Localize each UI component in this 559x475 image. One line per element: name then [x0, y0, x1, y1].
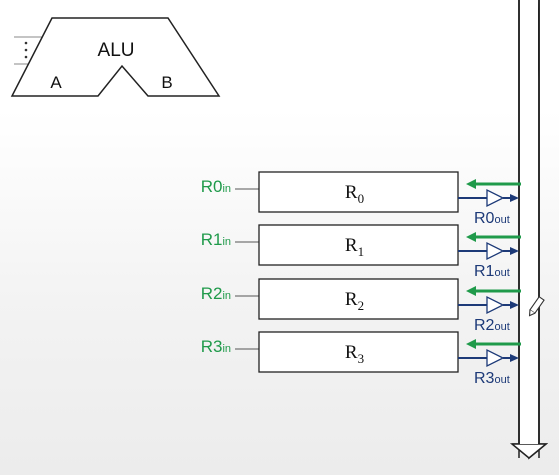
register-out-label: R2out [474, 317, 510, 334]
buffer-to-bus-arrowhead [510, 301, 519, 309]
bus-to-register-arrowhead [466, 232, 476, 242]
alu-shape [10, 17, 221, 97]
register-out-sub: out [494, 267, 509, 279]
register-in-label: R3in [201, 337, 231, 356]
register-name: R3 [345, 342, 364, 366]
tri-state-buffer-icon [486, 348, 505, 368]
register-out-base: R0 [474, 210, 495, 227]
buffer-to-bus-arrowhead [510, 354, 519, 362]
bus-to-register-arrowhead [466, 339, 476, 349]
register-in-base: R2 [201, 284, 223, 303]
register-in-sub: in [222, 236, 231, 248]
register-out-sub: out [494, 374, 509, 386]
tri-state-buffer-icon [486, 241, 505, 261]
register-out-label: R0out [474, 210, 510, 227]
register-name: R2 [345, 289, 364, 313]
register-name: R0 [345, 182, 364, 206]
tri-state-buffer-icon [486, 188, 505, 208]
register-out-sub: out [494, 214, 509, 226]
register-name: R1 [345, 235, 364, 259]
register-in-base: R0 [201, 177, 223, 196]
bus-to-register-arrowhead [466, 286, 476, 296]
register-in-base: R3 [201, 337, 223, 356]
register-out-base: R2 [474, 317, 495, 334]
vertical-dots-icon [24, 41, 28, 59]
register-box [258, 171, 459, 213]
register-out-sub: out [494, 321, 509, 333]
register-in-label: R2in [201, 284, 231, 303]
bus-to-register-arrowhead [466, 179, 476, 189]
alu-block: ALU A B [10, 17, 221, 97]
register-in-base: R1 [201, 230, 223, 249]
buffer-to-bus-arrowhead [510, 194, 519, 202]
register-out-label: R1out [474, 263, 510, 280]
register-out-label: R3out [474, 370, 510, 387]
register-box [258, 224, 459, 266]
register-in-sub: in [222, 183, 231, 195]
tri-state-buffer-icon [486, 295, 505, 315]
register-out-base: R3 [474, 370, 495, 387]
pencil-icon [528, 295, 545, 317]
register-in-label: R1in [201, 230, 231, 249]
register-out-base: R1 [474, 263, 495, 280]
register-box [258, 278, 459, 320]
buffer-to-bus-arrowhead [510, 247, 519, 255]
register-in-sub: in [222, 343, 231, 355]
alu-input-a: A [50, 73, 62, 92]
alu-input-b: B [161, 73, 172, 92]
data-bus [509, 0, 549, 460]
alu-title: ALU [98, 40, 135, 61]
register-in-sub: in [222, 290, 231, 302]
register-in-label: R0in [201, 177, 231, 196]
register-box [258, 331, 459, 373]
